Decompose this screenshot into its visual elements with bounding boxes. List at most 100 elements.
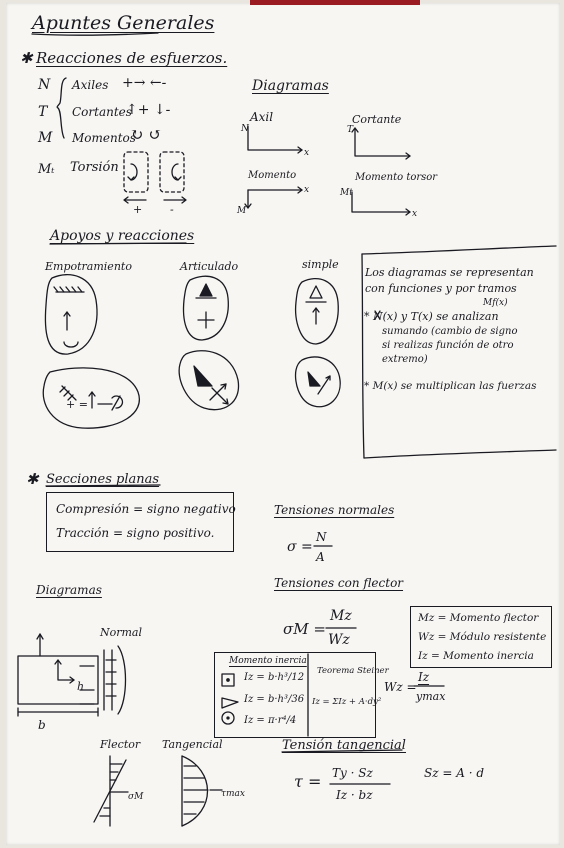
- normal-diagram-icon: [17, 633, 127, 717]
- diagramas-heading: Diagramas: [252, 78, 329, 94]
- def-mz: Mz = Momento flector: [418, 612, 539, 624]
- diagram-momento-label: Momento: [248, 170, 297, 181]
- label-axiles: Axiles: [72, 78, 109, 92]
- normal-label: Normal: [100, 626, 143, 639]
- brace-icon: [56, 77, 67, 139]
- label-torsion: Torsión: [70, 160, 119, 175]
- inercia-row-2: Iz = b·h³/36: [244, 694, 305, 705]
- empot-equation: + =: [66, 398, 88, 411]
- tau-formula-lhs: τ =: [294, 772, 322, 791]
- label-cortantes: Cortantes: [72, 105, 132, 119]
- wz-formula-lhs: Wz =: [384, 680, 417, 694]
- diagram-axil-label: Axil: [250, 110, 274, 124]
- signs-cortantes: ↑+ ↓-: [126, 102, 171, 118]
- title-underline: [31, 32, 159, 36]
- diagramas-bottom-heading: Diagramas: [36, 583, 102, 597]
- flector-diagram-icon: [93, 755, 129, 827]
- inercia-row-3: Iz = π·r⁴/4: [244, 715, 297, 726]
- sigmam-formula-den: Wz: [328, 632, 350, 648]
- tmax-label: τmax: [221, 789, 245, 799]
- torsor-axes-icon: [351, 191, 411, 216]
- tau-formula-den: Iz · bz: [336, 788, 373, 802]
- symbol-m: M: [38, 130, 53, 146]
- sigmam-formula-lhs: σM =: [283, 620, 326, 638]
- tau-formula-num: Ty · Sz: [332, 766, 373, 780]
- tangencial-label: Tangencial: [162, 738, 223, 751]
- label-momentos: Momentos: [72, 131, 136, 145]
- axis-label-n: N: [241, 124, 249, 134]
- diagram-momento-torsor-label: Momento torsor: [355, 172, 438, 183]
- axis-label-x1: x: [304, 148, 310, 158]
- torsion-sign-minus: -: [170, 203, 174, 216]
- diagram-cortante-label: Cortante: [352, 113, 402, 126]
- flector-defs-box: [410, 606, 552, 668]
- top-red-edge: [250, 0, 420, 5]
- signs-momentos: ↻ ↺: [130, 125, 162, 144]
- articulado-sketch-icon: [182, 275, 229, 341]
- note-line-7: * M(x) se multiplican las fuerzas: [364, 380, 537, 392]
- axis-label-x3: x: [412, 209, 418, 219]
- tangencial-diagram-icon: [181, 755, 223, 827]
- axil-axes-icon: [247, 125, 303, 154]
- secciones-box: [46, 492, 234, 552]
- tension-tangencial-heading: Tensión tangencial: [282, 738, 406, 753]
- tensiones-flector-heading: Tensiones con flector: [274, 576, 404, 590]
- tensiones-normales-heading: Tensiones normales: [274, 503, 395, 517]
- simple-sketch-icon: [294, 278, 339, 345]
- asterisk-icon: ✱: [20, 49, 33, 67]
- sigma-formula-num: N: [316, 530, 327, 544]
- sigma-formula-lhs: σ =: [287, 539, 313, 555]
- wz-formula-num: Iz: [418, 670, 430, 684]
- axis-label-mt: Mt: [340, 188, 353, 198]
- symbol-t: T: [38, 104, 48, 120]
- torsion-sketch-icon: [123, 151, 187, 204]
- page-title: Apuntes Generales: [32, 12, 215, 34]
- articulado-free-body-icon: [178, 350, 240, 411]
- compresion-text: Compresión = signo negativo: [56, 502, 236, 516]
- note-line-5: si realizas función de otro: [382, 340, 514, 351]
- symbol-mt: Mₜ: [38, 162, 55, 177]
- sigmam-formula-num: Mz: [330, 608, 352, 624]
- note-line-3: * N(x) y T(x) se analizan: [364, 310, 499, 323]
- notes-left-line: [361, 253, 365, 459]
- empotramiento-free-body-icon: [42, 367, 140, 429]
- simple-free-body-icon: [294, 356, 341, 408]
- note-line-1: Los diagramas se representan: [365, 266, 534, 279]
- steiner-formula: Iz = ΣIz + A·dy²: [312, 697, 382, 707]
- reacciones-heading: Reacciones de esfuerzos.: [36, 49, 228, 67]
- articulado-label: Articulado: [180, 260, 239, 273]
- notes-top-line: [361, 245, 557, 255]
- axis-label-x2: x: [304, 185, 310, 195]
- inercia-shape-icons: [221, 673, 239, 725]
- torsion-sign-plus: +: [133, 203, 143, 216]
- note-line-6: extremo): [382, 354, 428, 365]
- signs-axiles: +→ ←-: [122, 75, 167, 91]
- empotramiento-sketch-icon: [44, 274, 98, 355]
- momento-axes-icon: [244, 186, 303, 209]
- inercia-col2-header: Teorema Steiner: [317, 666, 389, 676]
- note-line-4: sumando (cambio de signo: [382, 326, 518, 337]
- note-mfx: Mf(x): [483, 298, 508, 308]
- wz-formula-den: ymax: [416, 690, 446, 703]
- notebook-page: [6, 3, 560, 845]
- def-iz: Iz = Momento inercia: [418, 650, 534, 662]
- simple-label: simple: [302, 258, 339, 271]
- secciones-heading: Secciones planas: [46, 472, 160, 487]
- notes-bottom-line: [363, 449, 557, 459]
- axis-label-t: T: [347, 125, 354, 135]
- traccion-text: Tracción = signo positivo.: [56, 526, 215, 540]
- flector-label: Flector: [100, 738, 141, 751]
- def-wz: Wz = Módulo resistente: [418, 631, 547, 643]
- inercia-col1-header: Momento inercia: [229, 656, 307, 666]
- dim-h: h: [77, 680, 85, 693]
- sigmam-label: σM: [128, 792, 144, 802]
- apoyos-heading: Apoyos y reacciones: [50, 228, 195, 244]
- inercia-row-1: Iz = b·h³/12: [244, 672, 305, 683]
- note-line-2: con funciones y por tramos: [365, 282, 517, 295]
- axis-label-m: M: [237, 206, 247, 216]
- symbol-n: N: [38, 77, 51, 93]
- sigma-formula-den: A: [316, 550, 325, 564]
- asterisk-icon: ✱: [26, 470, 39, 488]
- empotramiento-label: Empotramiento: [45, 260, 132, 273]
